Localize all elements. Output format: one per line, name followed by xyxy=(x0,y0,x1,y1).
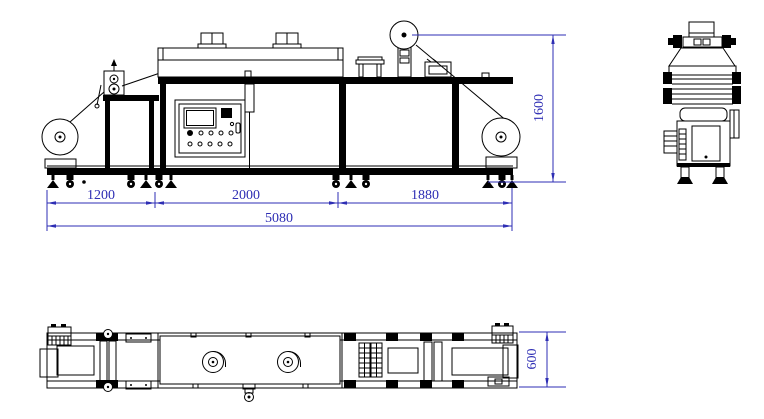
floor-bolt xyxy=(82,180,86,184)
plan-unwind-section xyxy=(39,324,159,392)
dimension-depth: 600 xyxy=(519,331,566,388)
control-panel xyxy=(174,99,246,158)
indicator-window xyxy=(221,108,232,118)
roller-stack xyxy=(663,72,741,105)
end-view-base xyxy=(677,163,730,184)
drain-fitting xyxy=(242,383,256,402)
plan-rewind-section xyxy=(344,323,519,388)
leveling-foot xyxy=(47,175,518,188)
leveling-feet-and-casters xyxy=(47,175,518,188)
rewind-shaft xyxy=(451,347,509,376)
dim-segment-2: 2000 xyxy=(232,188,260,203)
unwind-shaft xyxy=(56,345,95,376)
oven-chamber xyxy=(157,32,344,78)
plan-view xyxy=(39,323,519,402)
outfeed-section xyxy=(355,20,515,128)
dim-total-width: 5080 xyxy=(265,211,293,226)
main-beam xyxy=(158,77,513,84)
web-path-line xyxy=(121,72,161,87)
web-guide-assembly xyxy=(94,59,125,109)
caster-wheel xyxy=(66,175,506,188)
plan-oven-section xyxy=(159,332,343,402)
lower-cabinet xyxy=(663,109,740,167)
exhaust-vent xyxy=(272,32,302,49)
panel-buttons xyxy=(187,130,234,147)
exhaust-vent xyxy=(197,32,227,49)
dim-height: 1600 xyxy=(532,94,547,122)
drum xyxy=(679,107,728,122)
base-frame xyxy=(47,165,513,175)
motor-terminal-box xyxy=(47,324,72,346)
dimension-annotations: 1200 2000 1880 5080 1600 600 xyxy=(46,34,566,388)
drive-roller xyxy=(387,347,419,374)
web-path-line xyxy=(415,44,459,81)
frame-posts xyxy=(160,79,459,168)
dimension-height: 1600 xyxy=(412,34,566,183)
pneumatic-cylinder xyxy=(244,79,255,168)
front-view xyxy=(41,20,521,188)
beam-bolt xyxy=(244,70,252,78)
dimension-width-segments: 1200 2000 1880 xyxy=(47,188,512,205)
hmi-screen xyxy=(183,107,217,129)
rewind-roll xyxy=(481,117,521,169)
dim-segment-3: 1880 xyxy=(411,188,439,203)
dim-segment-1: 1200 xyxy=(87,188,115,203)
roller-stand xyxy=(355,56,385,78)
blower-fan xyxy=(202,350,226,373)
motor-terminal-box xyxy=(491,323,514,344)
infeed-frame xyxy=(94,59,161,168)
nip-rollers xyxy=(99,329,117,392)
dim-depth: 600 xyxy=(525,349,540,370)
unwind-roll xyxy=(41,91,105,169)
edge-bracket xyxy=(481,72,490,79)
blower-fan xyxy=(277,350,301,373)
dimension-total-width: 5080 xyxy=(47,211,512,228)
turret-column xyxy=(389,20,419,78)
mesh-belt-roller xyxy=(358,342,383,378)
door-handle xyxy=(235,122,241,134)
drive-unit xyxy=(424,58,452,78)
end-view xyxy=(663,21,741,184)
